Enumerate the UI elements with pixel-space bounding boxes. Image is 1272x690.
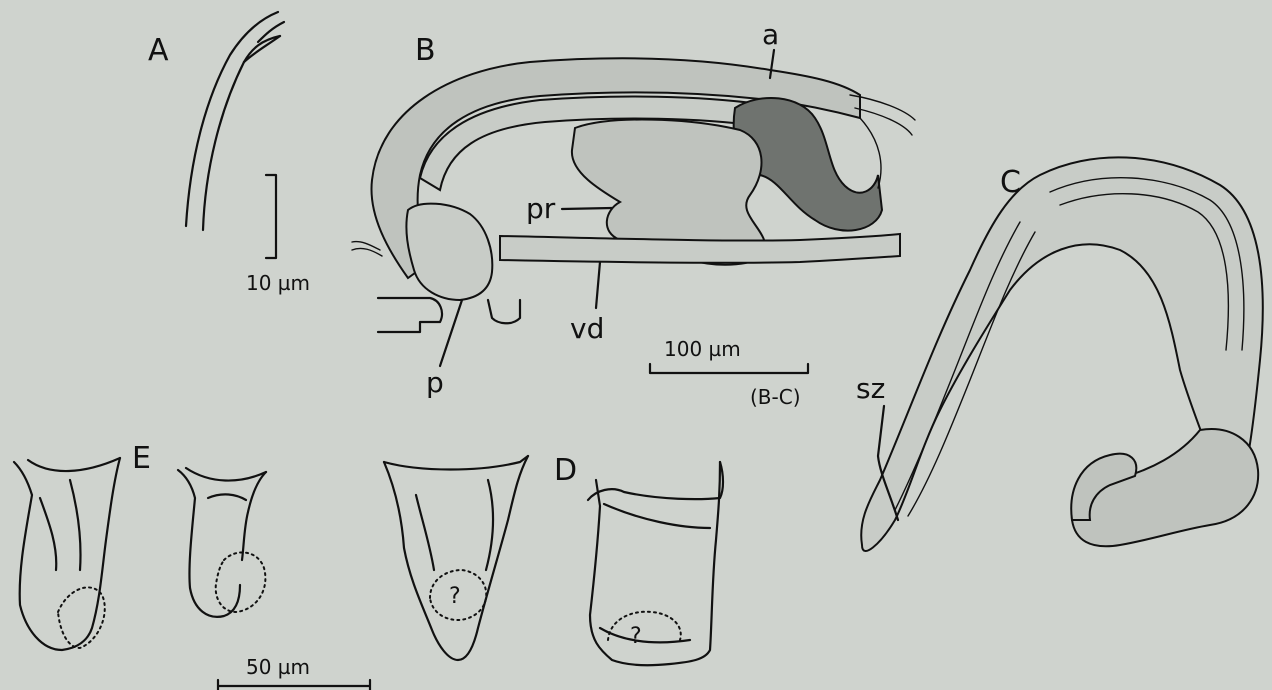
panel-e-outline-1 — [14, 458, 120, 650]
panel-e-outline-2 — [178, 468, 266, 617]
leader-penis — [440, 300, 462, 366]
panel-b-apparatus-drawing — [352, 58, 915, 332]
scale-bar-bc — [650, 364, 808, 373]
label-seminal-zone: sz — [856, 372, 885, 405]
panel-letter-a: A — [148, 33, 169, 68]
panel-d-outline-1: ? — [384, 456, 528, 660]
panel-letter-b: B — [415, 33, 436, 68]
question-mark-d1: ? — [449, 584, 461, 609]
scale-label-a: 10 µm — [246, 271, 310, 295]
label-antrum: a — [762, 18, 779, 51]
label-vas-deferens: vd — [570, 312, 604, 345]
panel-letter-d: D — [554, 453, 577, 488]
label-prostate: pr — [526, 192, 556, 225]
leader-vas-deferens — [596, 262, 600, 308]
label-penis: p — [426, 366, 444, 399]
leader-prostate — [562, 208, 612, 209]
panel-letter-e: E — [132, 441, 151, 476]
scale-bar-de — [218, 680, 370, 690]
panel-c-duct-drawing — [861, 157, 1263, 551]
scale-label-de: 50 µm — [246, 655, 310, 679]
scale-bar-a — [266, 175, 276, 258]
panel-a-stylet-drawing — [186, 12, 284, 230]
scale-label-bc: 100 µm — [664, 337, 741, 361]
panel-d-outline-2: ? — [588, 462, 723, 665]
question-mark-d2: ? — [630, 624, 642, 649]
scale-scope-bc: (B-C) — [750, 385, 801, 409]
